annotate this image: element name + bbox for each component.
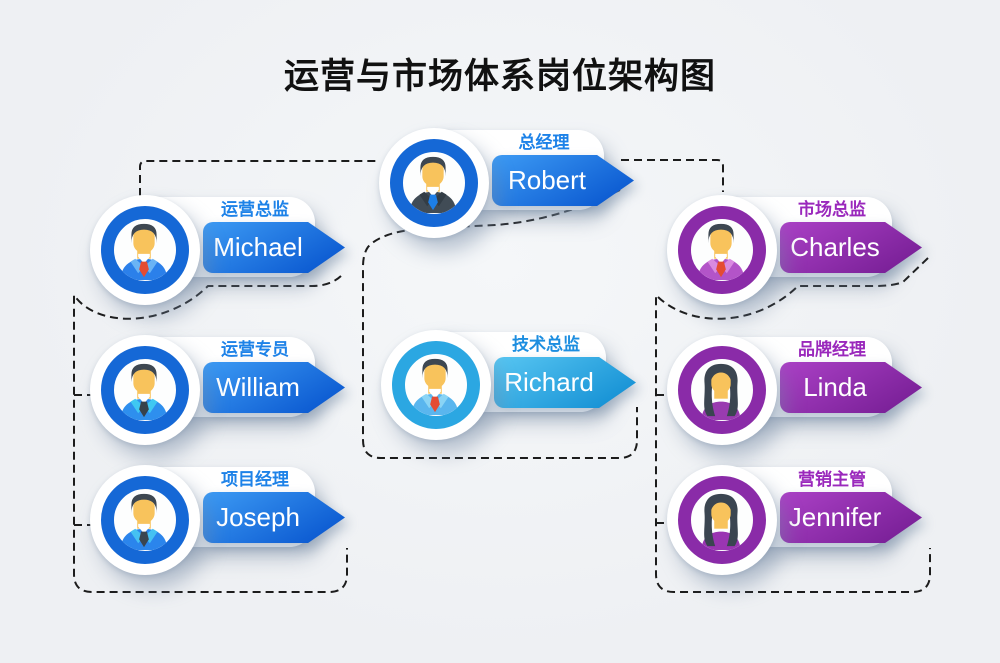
arrow-banner-shape: Joseph	[203, 492, 345, 543]
role-title-label: 品牌经理	[798, 340, 866, 359]
person-name: Robert	[507, 165, 587, 195]
person-name: William	[216, 372, 300, 402]
org-node-robert: 总经理 Robert	[374, 128, 674, 248]
avatar-ring	[678, 206, 766, 294]
arrow-banner-shape: Michael	[203, 222, 345, 273]
person-name: Jennifer	[788, 502, 882, 532]
name-banner: William	[203, 362, 345, 413]
female-avatar-icon	[701, 363, 741, 420]
arrow-banner-shape: William	[203, 362, 345, 413]
avatar-ring	[678, 346, 766, 434]
role-title-label: 项目经理	[221, 470, 289, 489]
avatar-frame	[379, 128, 489, 238]
male-avatar-icon	[120, 493, 168, 550]
avatar-ring	[101, 206, 189, 294]
avatar-frame	[90, 335, 200, 445]
org-node-richard: 技术总监 Richard	[376, 330, 676, 450]
arrow-banner-shape: Robert	[492, 155, 634, 206]
role-title-label: 营销主管	[798, 470, 866, 489]
avatar-ring	[390, 139, 478, 227]
avatar-frame	[667, 335, 777, 445]
name-banner: Joseph	[203, 492, 345, 543]
connector-gm-to-tech-director	[362, 189, 638, 459]
connector-left-branch-spine	[73, 275, 348, 593]
female-avatar-icon	[701, 493, 741, 550]
avatar-frame	[667, 195, 777, 305]
org-node-linda: 品牌经理 Linda	[662, 335, 962, 455]
org-node-jennifer: 营销主管 Jennifer	[662, 465, 962, 585]
org-node-michael: 运营总监 Michael	[85, 195, 385, 315]
arrow-banner-shape: Charles	[780, 222, 922, 273]
role-title-label: 技术总监	[512, 335, 580, 354]
person-name: Charles	[790, 232, 880, 262]
name-banner: Jennifer	[780, 492, 922, 543]
avatar-ring	[678, 476, 766, 564]
role-title-label: 市场总监	[798, 200, 866, 219]
avatar-ring	[101, 476, 189, 564]
connector-gm-to-ops-director	[139, 160, 379, 196]
name-banner: Linda	[780, 362, 922, 413]
arrow-banner-shape: Linda	[780, 362, 922, 413]
avatar-frame	[381, 330, 491, 440]
male-avatar-icon	[409, 156, 457, 213]
connector-right-branch-spine	[655, 257, 931, 593]
person-name: Michael	[213, 232, 303, 262]
role-title-label: 运营专员	[221, 340, 289, 359]
connector-gm-to-market-director	[621, 159, 724, 192]
person-name: Linda	[803, 372, 867, 402]
avatar-ring	[101, 346, 189, 434]
org-node-william: 运营专员 William	[85, 335, 385, 455]
avatar-frame	[667, 465, 777, 575]
person-name: Richard	[504, 367, 594, 397]
role-title-label: 总经理	[518, 133, 570, 152]
org-node-charles: 市场总监 Charles	[662, 195, 962, 315]
name-banner: Robert	[492, 155, 634, 206]
person-name: Joseph	[216, 502, 300, 532]
chart-title: 运营与市场体系岗位架构图	[283, 57, 716, 96]
name-banner: Richard	[494, 357, 636, 408]
avatar-frame	[90, 195, 200, 305]
male-avatar-icon	[697, 223, 745, 280]
avatar-ring	[392, 341, 480, 429]
male-avatar-icon	[411, 358, 459, 415]
name-banner: Michael	[203, 222, 345, 273]
org-node-joseph: 项目经理 Joseph	[85, 465, 385, 585]
arrow-banner-shape: Jennifer	[780, 492, 922, 543]
male-avatar-icon	[120, 223, 168, 280]
avatar-frame	[90, 465, 200, 575]
arrow-banner-shape: Richard	[494, 357, 636, 408]
male-avatar-icon	[120, 363, 168, 420]
role-title-label: 运营总监	[221, 200, 289, 219]
name-banner: Charles	[780, 222, 922, 273]
